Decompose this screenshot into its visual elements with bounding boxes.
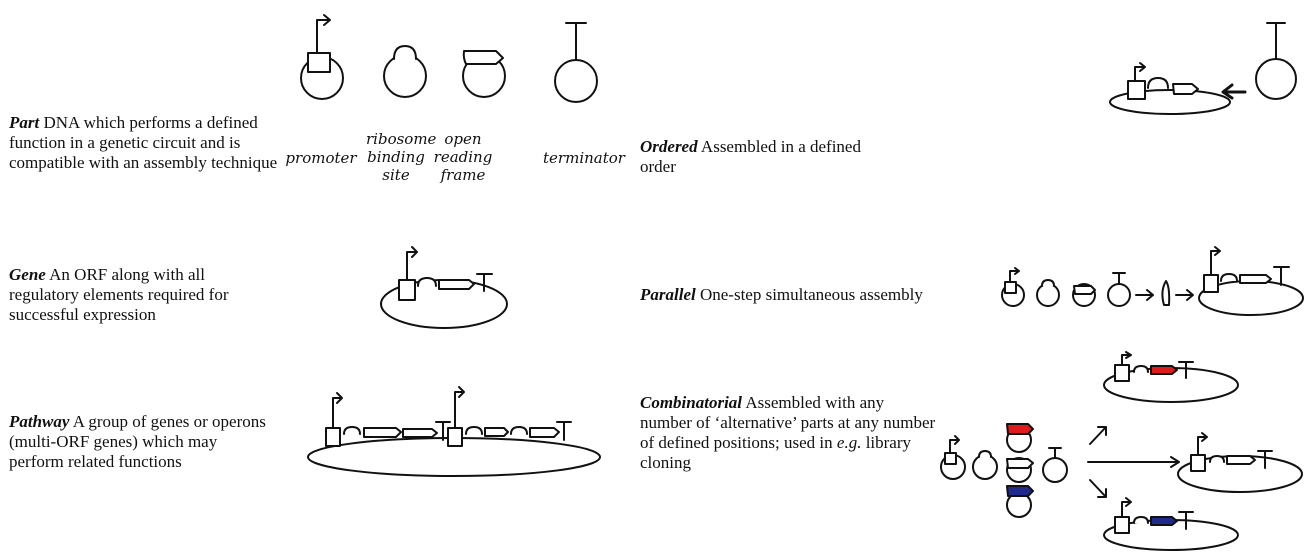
pathway-diagram — [307, 386, 601, 477]
promoter-part-diagram — [300, 14, 344, 100]
part-definition: Part DNA which performs a defined functi… — [9, 113, 279, 173]
combinatorial-arrow-mid-icon — [1087, 456, 1180, 468]
parallel-promoter-icon — [1009, 267, 1020, 283]
combinatorial-rbs-icon — [978, 450, 992, 458]
combinatorial-definition: Combinatorial Assembled with any number … — [640, 393, 937, 473]
ordered-definition: Ordered Assembled in a defined order — [640, 137, 870, 177]
combinatorial-description: Assembled with any number of ‘alternativ… — [640, 393, 936, 472]
parallel-arrow-2-icon — [1175, 289, 1194, 301]
rbs-label-line3: site — [382, 166, 410, 184]
promoter-arrow-icon — [316, 14, 331, 54]
parallel-orf-icon — [1073, 285, 1096, 295]
rbs-part-diagram — [383, 45, 427, 98]
pathway-terminator-2-icon — [556, 421, 572, 441]
combinatorial-promoter-icon — [949, 435, 960, 454]
part-description: DNA which performs a defined function in… — [9, 113, 278, 172]
ordered-description: Assembled in a defined order — [640, 137, 861, 176]
combinatorial-white-orf-icon — [1006, 458, 1034, 469]
orf-label-line2: reading — [433, 148, 493, 166]
promoter-block — [307, 52, 331, 73]
gene-diagram — [380, 246, 508, 329]
ordered-arrow-icon — [1221, 83, 1247, 100]
pathway-definition: Pathway A group of genes or operons (mul… — [9, 412, 274, 472]
orf-part-diagram — [462, 50, 506, 98]
rbs-label-line2: binding — [367, 148, 425, 166]
parallel-terminator-icon — [1112, 272, 1126, 285]
orf-label-line3: frame — [440, 166, 486, 184]
combinatorial-blue-orf-icon — [1006, 485, 1034, 497]
rbs-label: ribosome binding site — [366, 130, 437, 184]
pathway-term: Pathway — [9, 412, 70, 431]
pathway-promoter-2-icon — [454, 386, 465, 429]
ordered-terminator-circle — [1255, 58, 1297, 100]
combinatorial-arrow-up-icon — [1089, 426, 1107, 445]
parallel-description: One-step simultaneous assembly — [699, 285, 923, 304]
parallel-backbone-icon — [1161, 280, 1171, 306]
promoter-label: promoter — [285, 149, 357, 167]
parallel-assembly-diagram — [1001, 246, 1304, 316]
ordered-plasmid — [1109, 89, 1231, 115]
combinatorial-term: Combinatorial — [640, 393, 743, 412]
gene-description: An ORF along with all regulatory element… — [9, 265, 229, 324]
ordered-promoter-arrow-icon — [1134, 62, 1146, 82]
gene-rbs-icon — [417, 277, 437, 287]
pathway-description: A group of genes or operons (multi-ORF g… — [9, 412, 266, 471]
ordered-assembly-diagram — [1109, 22, 1297, 115]
terminator-part-diagram — [554, 22, 598, 103]
rbs-plasmid-circle — [383, 54, 427, 98]
terminator-label: terminator — [543, 149, 625, 167]
terminator-t-icon — [565, 22, 587, 61]
combinatorial-assembly-diagram — [940, 351, 1303, 551]
rbs-label-line1: ribosome — [366, 130, 437, 148]
gene-promoter-arrow-icon — [406, 246, 418, 281]
orf-arrow-block-icon — [462, 50, 504, 65]
ordered-terminator-icon — [1266, 22, 1286, 60]
ordered-term: Ordered — [640, 137, 698, 156]
terminator-plasmid-circle — [554, 59, 598, 103]
gene-definition: Gene An ORF along with all regulatory el… — [9, 265, 274, 325]
orf-label: open reading frame — [433, 130, 493, 184]
parallel-arrow-1-icon — [1135, 289, 1154, 301]
parallel-assembled-promoter-icon — [1210, 246, 1221, 276]
rbs-half-circle-icon — [393, 45, 417, 60]
ordered-orf-icon — [1172, 83, 1199, 95]
combinatorial-arrow-down-icon — [1089, 479, 1107, 498]
orf-label-line1: open — [444, 130, 482, 148]
gene-orf-icon — [438, 279, 475, 290]
combinatorial-red-orf-icon — [1006, 423, 1034, 435]
gene-term: Gene — [9, 265, 46, 284]
pathway-terminator-1-icon — [435, 421, 451, 441]
combinatorial-terminator-icon — [1048, 447, 1062, 459]
gene-terminator-icon — [476, 273, 493, 292]
parallel-definition: Parallel One-step simultaneous assembly — [640, 285, 930, 305]
parallel-rbs-icon — [1041, 279, 1055, 287]
ordered-rbs-icon — [1147, 77, 1169, 89]
pathway-promoter-1-icon — [332, 392, 343, 429]
part-term: Part — [9, 113, 40, 132]
parallel-term: Parallel — [640, 285, 696, 304]
